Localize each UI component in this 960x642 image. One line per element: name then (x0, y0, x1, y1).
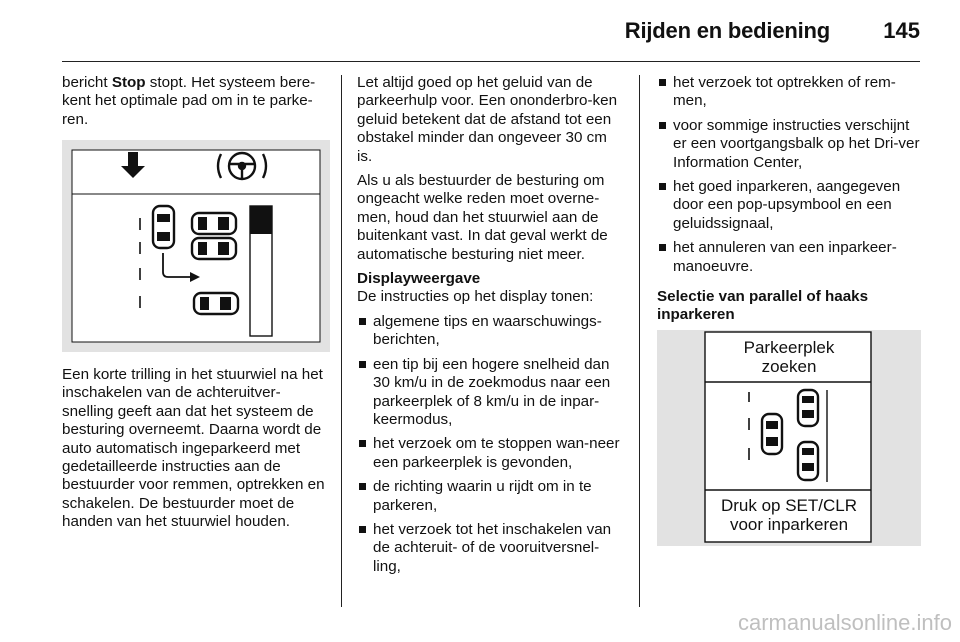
parked-car-icon (190, 211, 238, 236)
column-1: bericht Stop stopt. Het systeem bere-ken… (62, 74, 330, 135)
car-icon (151, 204, 176, 250)
parked-car-icon (192, 291, 240, 316)
display-title: Parkeerplek zoeken (743, 338, 835, 376)
car-icon (760, 412, 784, 456)
col1-paragraph-2: Een korte trilling in het stuurwiel na h… (62, 366, 325, 531)
col1-intro: bericht Stop stopt. Het systeem bere-ken… (62, 74, 316, 128)
watermark: carmanualsonline.info (737, 610, 952, 635)
steering-wheel-icon (216, 151, 268, 181)
list-item: het verzoek om te stoppen wan-neer een p… (357, 435, 625, 472)
list-item: de richting waarin u rijdt om in te park… (357, 478, 625, 515)
page-number: 145 (883, 18, 920, 43)
column-divider-2 (639, 75, 640, 607)
col2-lead: De instructies op het display tonen: (357, 288, 594, 306)
parked-car-icon (796, 440, 820, 482)
column-1-lower: Een korte trilling in het stuurwiel na h… (62, 366, 330, 538)
selection-subheading: Selectie van parallel of haaks inparkere… (657, 288, 869, 324)
col3-bullet-list: het verzoek tot optrekken of rem-men, vo… (657, 74, 925, 276)
progress-bar (249, 205, 273, 337)
display-frame (657, 330, 921, 546)
list-item: het annuleren van een inparkeer-manoeuvr… (657, 239, 925, 276)
display-subheading: Displayweergave (357, 270, 481, 288)
col2-paragraph-1: Let altijd goed op het geluid van de par… (357, 74, 618, 165)
list-item: het verzoek tot optrekken of rem-men, (657, 74, 925, 111)
parked-car-icon (190, 236, 238, 261)
header-divider (62, 61, 920, 62)
page-header: Rijden en bediening 145 (0, 0, 960, 62)
column-2: Let altijd goed op het geluid van de par… (357, 74, 625, 582)
arrow-down-icon (121, 152, 145, 178)
col2-bullet-list: algemene tips en waarschuwings-berichten… (357, 313, 625, 576)
list-item: een tip bij een hogere snelheid dan 30 k… (357, 356, 625, 430)
path-arrow-icon (162, 253, 200, 282)
parking-diagram (62, 140, 330, 352)
list-item: voor sommige instructies verschijnt er e… (657, 117, 925, 172)
column-divider-1 (341, 75, 342, 607)
display-illustration: Parkeerplek zoeken Druk op SET/CLR voor … (657, 330, 921, 546)
stop-word: Stop (111, 74, 146, 91)
parking-assist-illustration (62, 140, 330, 352)
list-item: het verzoek tot het inschakelen van de a… (357, 521, 625, 576)
parked-car-icon (796, 388, 820, 428)
list-item: algemene tips en waarschuwings-berichten… (357, 313, 625, 350)
column-3: het verzoek tot optrekken of rem-men, vo… (657, 74, 925, 325)
display-instruction: Druk op SET/CLR voor inparkeren (720, 496, 858, 534)
list-item: het goed inparkeren, aangegeven door een… (657, 178, 925, 233)
header-title: Rijden en bediening (624, 18, 830, 43)
col2-paragraph-2: Als u als bestuurder de besturing om ong… (357, 172, 608, 263)
